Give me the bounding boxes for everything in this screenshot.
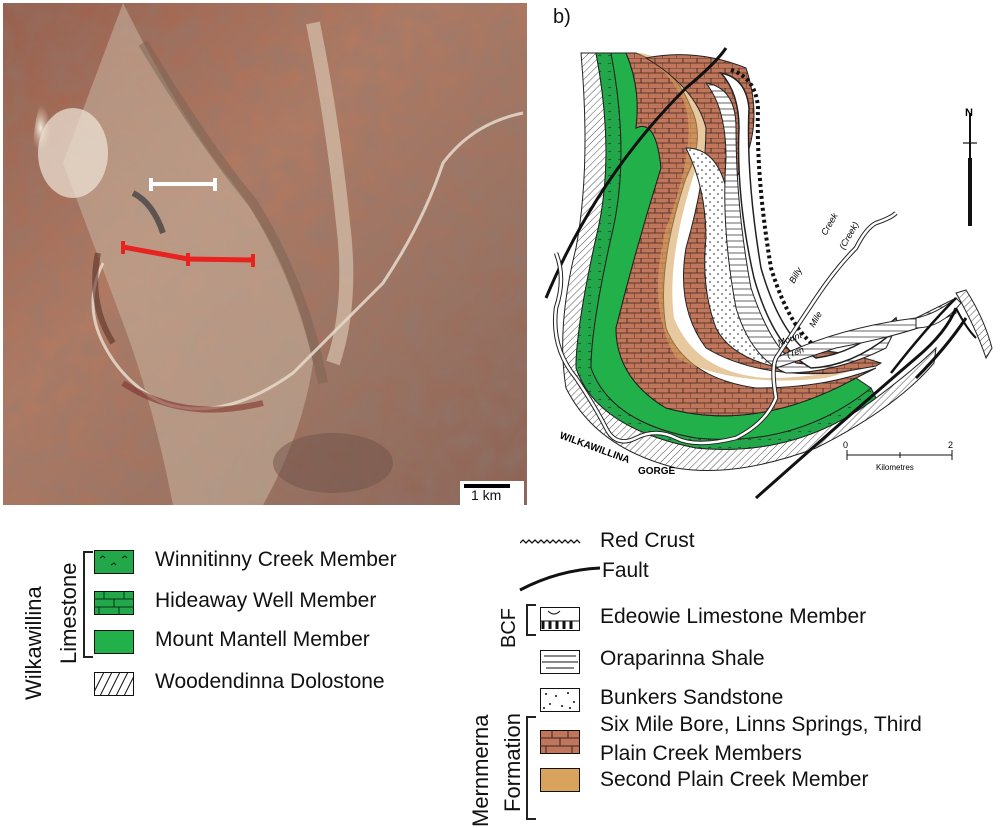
second-plain-symbol (540, 768, 580, 792)
edeowie-symbol (540, 607, 580, 631)
creek-word-4: Mile (807, 310, 824, 329)
limestone-label: Limestone (56, 562, 81, 664)
six-mile-symbol (540, 730, 580, 754)
legend-red-crust: Red Crust (600, 529, 695, 552)
scale-bar: 1 km (460, 481, 524, 505)
bcf-label: BCF (498, 608, 520, 648)
scale-unit: Kilometres (876, 463, 914, 472)
scale-label: 1 km (471, 487, 502, 503)
legend-fault: Fault (602, 559, 649, 582)
geologic-map: N WILKAWILLINA GORGE Creek (Creek) Billy… (536, 28, 996, 508)
legend-six-mile: Six Mile Bore, Linns Springs, Third (600, 713, 922, 736)
legend-plain-creek: Plain Creek Members (600, 742, 802, 765)
scale-max: 2 (948, 440, 953, 450)
legend-woodendinna: Woodendinna Dolostone (155, 670, 385, 693)
legend-bunkers: Bunkers Sandstone (600, 686, 784, 709)
creek-word-1: Creek (819, 211, 840, 237)
fault-symbol (518, 566, 602, 592)
creek-word-3: Billy (787, 265, 804, 285)
scale-min: 0 (843, 440, 848, 450)
panel-b-label: b) (553, 6, 571, 28)
hideaway-symbol (94, 591, 134, 615)
satellite-image (3, 3, 527, 505)
north-label: N (965, 107, 973, 119)
winnitinny-symbol (94, 550, 134, 574)
gorge-label-2: GORGE (638, 466, 676, 477)
legend-edeowie: Edeowie Limestone Member (600, 605, 867, 628)
mernmerna-label: Mernmerna (468, 714, 493, 827)
legend-second-plain: Second Plain Creek Member (600, 768, 869, 791)
legend-oraparinna: Oraparinna Shale (600, 647, 765, 670)
mernmerna-bracket (526, 716, 536, 820)
legend-hideaway: Hideaway Well Member (155, 589, 377, 612)
legend-mount-mantell: Mount Mantell Member (155, 628, 370, 651)
wilkawillina-bracket (83, 551, 93, 658)
woodendinna-symbol (93, 671, 135, 697)
red-crust-symbol (519, 536, 584, 550)
formation-label: Formation (500, 712, 525, 812)
bcf-bracket (526, 604, 536, 636)
wilkawillina-label: Wilkawillina (21, 586, 46, 700)
mount-mantell-symbol (94, 630, 134, 654)
oraparinna-symbol (540, 650, 580, 674)
legend-winnitinny: Winnitinny Creek Member (155, 548, 397, 571)
bunkers-symbol (540, 688, 580, 712)
